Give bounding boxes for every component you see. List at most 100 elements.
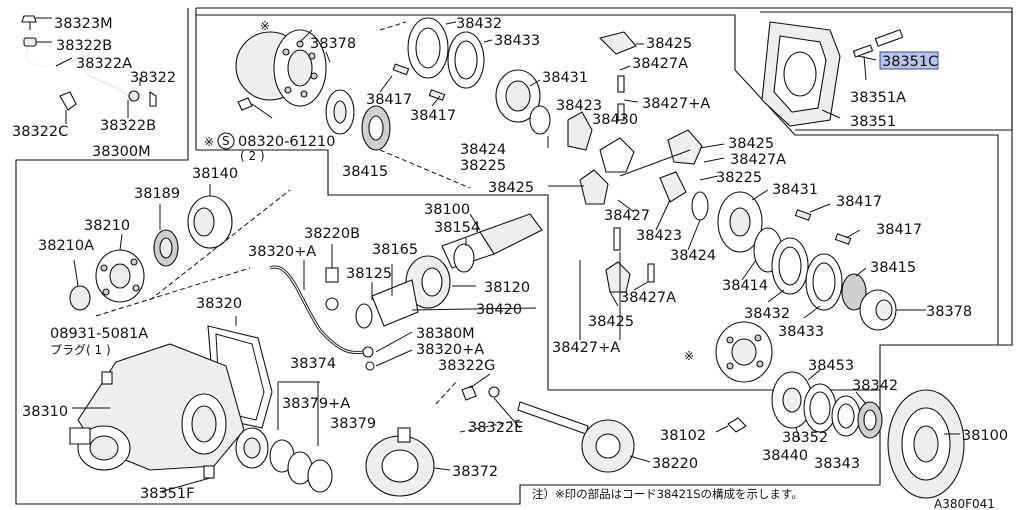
frame-main bbox=[195, 7, 1013, 346]
label-38140: 38140 bbox=[192, 166, 238, 182]
asterisk-mark-bolt: ※ bbox=[204, 135, 214, 149]
axle-shaft bbox=[461, 385, 635, 473]
ring-gear bbox=[887, 389, 965, 499]
flange-group bbox=[69, 189, 291, 317]
label-38300M: 38300M bbox=[92, 144, 151, 160]
label-38417-c: 38417 bbox=[836, 194, 882, 210]
label-38380M: 38380M bbox=[416, 326, 475, 342]
label-38189: 38189 bbox=[134, 186, 180, 202]
diff-gears-top bbox=[495, 31, 763, 293]
label-38210: 38210 bbox=[84, 218, 130, 234]
label-38414: 38414 bbox=[722, 278, 768, 294]
label-08320-qty: ( 2 ) bbox=[240, 149, 265, 163]
label-08320: 08320-61210 bbox=[238, 134, 336, 150]
s-circle-text: S bbox=[222, 134, 230, 148]
label-38322B-mid: 38322B bbox=[100, 118, 156, 134]
label-38453: 38453 bbox=[808, 358, 854, 374]
label-38165: 38165 bbox=[372, 242, 418, 258]
label-38425-low: 38425 bbox=[588, 314, 634, 330]
label-38423-top: 38423 bbox=[556, 98, 602, 114]
asterisk-mark-case: ※ bbox=[684, 349, 694, 363]
label-38431-mid: 38431 bbox=[772, 182, 818, 198]
label-38322C: 38322C bbox=[12, 124, 68, 140]
label-38427-mid: 38427 bbox=[604, 208, 650, 224]
label-38433-mid: 38433 bbox=[778, 324, 824, 340]
label-38374: 38374 bbox=[290, 356, 336, 372]
leader-lines bbox=[72, 21, 960, 493]
label-38352: 38352 bbox=[782, 430, 828, 446]
label-38120: 38120 bbox=[484, 280, 530, 296]
side-retainer bbox=[365, 379, 521, 497]
label-38379pA: 38379+A bbox=[282, 396, 350, 412]
label-38225-top: 38225 bbox=[460, 158, 506, 174]
shims-top bbox=[379, 17, 485, 189]
label-38433-top: 38433 bbox=[494, 33, 540, 49]
bolt-38102 bbox=[727, 417, 747, 433]
label-38432-top: 38432 bbox=[456, 16, 502, 32]
label-38378-mid: 38378 bbox=[926, 304, 972, 320]
frame-outer bbox=[15, 8, 998, 505]
label-38427pA-top: 38427+A bbox=[642, 96, 710, 112]
highlight-38351C bbox=[879, 51, 939, 70]
label-38320: 38320 bbox=[196, 296, 242, 312]
part-labels: 38323M 38322B 38322A 38322 38322C 38322B… bbox=[12, 16, 1008, 510]
s-circle-mark bbox=[217, 132, 235, 150]
label-38320pA-top: 38320+A bbox=[248, 244, 316, 260]
pinion-group bbox=[325, 213, 543, 329]
frame-case-right bbox=[760, 11, 1013, 131]
diagram-id: A380F041 bbox=[934, 497, 995, 510]
label-38351F: 38351F bbox=[140, 486, 194, 502]
label-38372: 38372 bbox=[452, 464, 498, 480]
oil-seal-left bbox=[235, 382, 333, 493]
label-38417-d: 38417 bbox=[876, 222, 922, 238]
diff-case-half bbox=[235, 29, 327, 119]
label-38417-b: 38417 bbox=[410, 108, 456, 124]
diff-carrier bbox=[69, 343, 245, 479]
label-38102: 38102 bbox=[660, 428, 706, 444]
label-38424-mid: 38424 bbox=[670, 248, 716, 264]
label-plug: プラグ( 1 ) bbox=[50, 343, 111, 357]
label-38351: 38351 bbox=[850, 114, 896, 130]
label-38210A: 38210A bbox=[38, 238, 94, 254]
label-38343: 38343 bbox=[814, 456, 860, 472]
label-38415-mid: 38415 bbox=[870, 260, 916, 276]
label-38417-a: 38417 bbox=[366, 92, 412, 108]
label-08931: 08931-5081A bbox=[50, 326, 148, 342]
label-38125: 38125 bbox=[346, 266, 392, 282]
label-38431-top: 38431 bbox=[542, 70, 588, 86]
label-38320pA-mid: 38320+A bbox=[416, 342, 484, 358]
label-38351A: 38351A bbox=[850, 90, 906, 106]
label-38322B-top: 38322B bbox=[56, 38, 112, 54]
label-38378-top: 38378 bbox=[310, 36, 356, 52]
label-38415-top: 38415 bbox=[342, 164, 388, 180]
frame-diff-inner bbox=[195, 15, 880, 391]
rear-cover bbox=[761, 21, 939, 127]
label-38322: 38322 bbox=[130, 70, 176, 86]
label-38425-mid: 38425 bbox=[728, 136, 774, 152]
label-38423-mid: 38423 bbox=[636, 228, 682, 244]
label-38322G: 38322G bbox=[438, 358, 495, 374]
label-38220B: 38220B bbox=[304, 226, 360, 242]
label-38154: 38154 bbox=[434, 220, 480, 236]
label-38100-low: 38100 bbox=[962, 428, 1008, 444]
label-38427A-low: 38427A bbox=[620, 290, 676, 306]
label-38425-top: 38425 bbox=[646, 36, 692, 52]
label-38427A-top: 38427A bbox=[632, 56, 688, 72]
label-38100-top: 38100 bbox=[424, 202, 470, 218]
footnote: 注）※印の部品はコード38421Sの構成を示します。 bbox=[532, 487, 803, 501]
label-38220: 38220 bbox=[652, 456, 698, 472]
label-38427A-mid: 38427A bbox=[730, 152, 786, 168]
label-38420: 38420 bbox=[476, 302, 522, 318]
label-38432-mid: 38432 bbox=[744, 306, 790, 322]
label-38427pA-low: 38427+A bbox=[552, 340, 620, 356]
label-38351C: 38351C bbox=[882, 54, 938, 70]
label-38310: 38310 bbox=[22, 404, 68, 420]
label-38425-left: 38425 bbox=[488, 180, 534, 196]
label-38323M: 38323M bbox=[54, 16, 113, 32]
label-38225-mid: 38225 bbox=[716, 170, 762, 186]
pipe-group bbox=[21, 15, 157, 124]
label-38342: 38342 bbox=[852, 378, 898, 394]
label-38430: 38430 bbox=[592, 112, 638, 128]
shims-right bbox=[753, 209, 897, 331]
